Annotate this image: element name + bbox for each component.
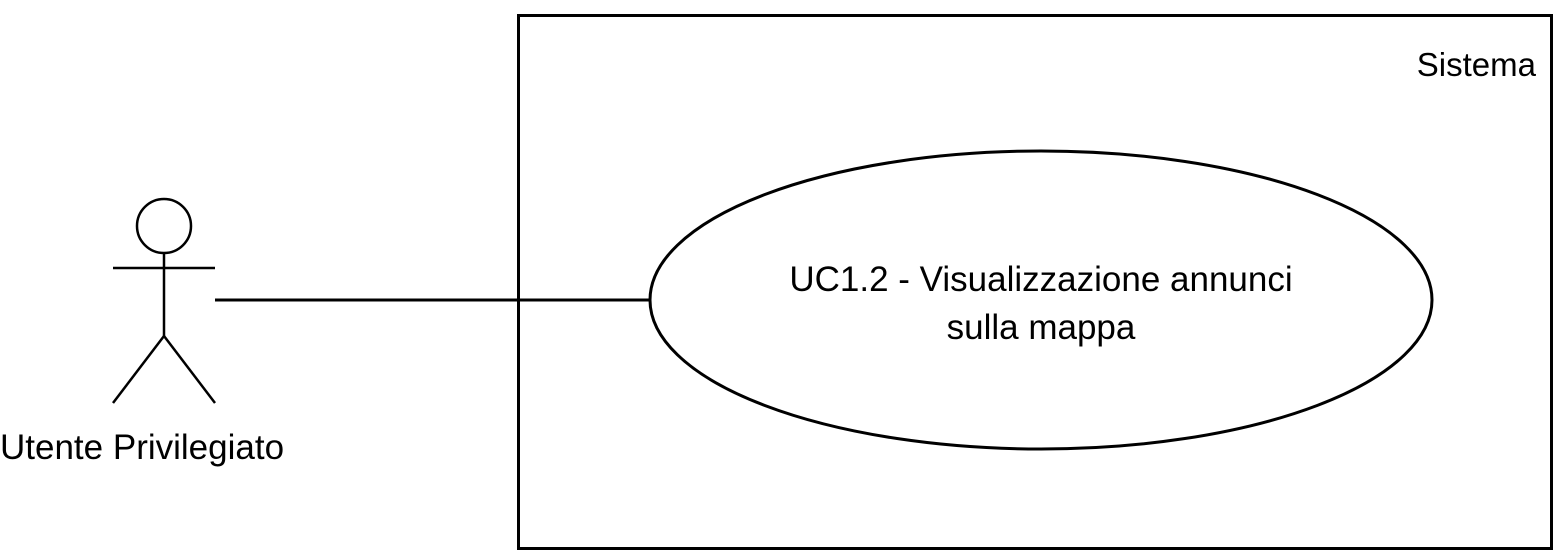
system-label: Sistema [1416,46,1536,83]
system-boundary: Sistema [517,14,1553,550]
use-case-label: UC1.2 - Visualizzazione annunci sulla ma… [650,256,1432,352]
actor-head [135,197,193,255]
use-case-label-line-2: sulla mappa [946,308,1136,347]
actor-stick-figure [112,197,216,404]
actor-right-leg [163,335,216,404]
use-case-label-line-1: UC1.2 - Visualizzazione annunci [789,260,1293,299]
use-case-ellipse [648,149,1434,451]
actor-left-leg [112,335,165,404]
actor-label: Utente Privilegiato [0,428,285,467]
